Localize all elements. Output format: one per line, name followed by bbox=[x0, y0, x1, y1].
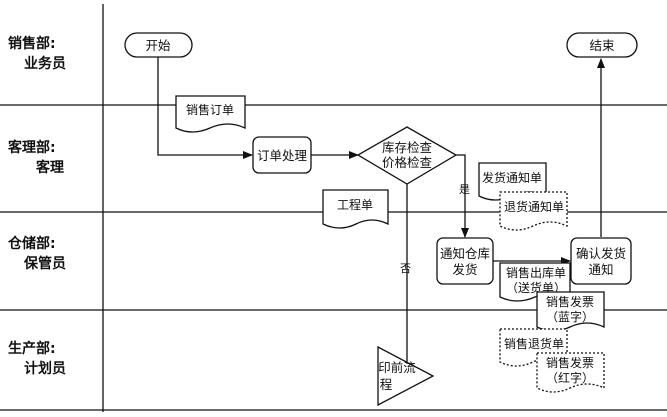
invoice-blue-doc: 销售发票 （蓝字） bbox=[536, 291, 605, 332]
lane-sales-dept: 销售部: bbox=[8, 35, 56, 52]
notify-warehouse-node: 通知仓库 发货 bbox=[436, 237, 494, 285]
end-terminal bbox=[566, 32, 638, 58]
sales-outbound-label-2: （送货单） bbox=[506, 280, 566, 295]
notify-warehouse-label-2: 发货 bbox=[452, 262, 477, 277]
confirm-shipment-label-2: 通知 bbox=[588, 262, 613, 277]
edge-label-no: 否 bbox=[400, 262, 411, 275]
inventory-check-diamond bbox=[356, 126, 458, 185]
notify-warehouse-box bbox=[436, 237, 494, 285]
shipping-notice-label: 发货通知单 bbox=[482, 170, 542, 185]
connectors bbox=[157, 57, 605, 383]
lane-warehouse-dept: 仓储部: bbox=[7, 235, 56, 252]
confirm-shipment-label-1: 确认发货 bbox=[576, 246, 626, 261]
print-process-label-1: 印前流 bbox=[378, 360, 416, 375]
lane-sales-role: 业务员 bbox=[24, 55, 66, 72]
inventory-check-label-1: 库存检查 bbox=[382, 140, 433, 155]
work-order-label: 工程单 bbox=[337, 197, 373, 212]
lane-customer-role: 客理 bbox=[35, 159, 64, 176]
lane-production-role: 计划员 bbox=[24, 360, 66, 377]
invoice-red-label-2: （红字） bbox=[546, 370, 594, 385]
confirm-shipment-node: 确认发货 通知 bbox=[570, 237, 632, 285]
lane-warehouse-role: 保管员 bbox=[23, 255, 66, 272]
sales-order-doc: 销售订单 bbox=[175, 95, 246, 133]
work-order-doc: 工程单 bbox=[322, 189, 389, 229]
invoice-red-label-1: 销售发票 bbox=[546, 355, 594, 370]
sales-order-label: 销售订单 bbox=[186, 102, 234, 117]
invoice-blue-label-2: （蓝字） bbox=[546, 309, 594, 324]
sales-return-doc: 销售退货单 bbox=[499, 328, 568, 367]
notify-warehouse-label-1: 通知仓库 bbox=[440, 246, 490, 261]
sales-return-label: 销售退货单 bbox=[504, 336, 564, 351]
start-label: 开始 bbox=[145, 38, 171, 53]
sales-outbound-label-1: 销售出库单 bbox=[506, 265, 566, 280]
end-label: 结束 bbox=[589, 38, 615, 53]
lane-customer-dept: 客理部: bbox=[7, 139, 56, 156]
return-notice-shape bbox=[499, 191, 568, 231]
print-process-label-2: 程 bbox=[380, 377, 393, 392]
return-notice-label: 退货通知单 bbox=[504, 199, 564, 214]
start-node: 开始 bbox=[124, 32, 193, 58]
order-processing-node: 订单处理 bbox=[252, 136, 312, 174]
invoice-red-shape bbox=[536, 352, 605, 393]
print-process-triangle bbox=[377, 345, 435, 407]
inventory-check-label-2: 价格检查 bbox=[382, 155, 433, 170]
confirm-shipment-box bbox=[570, 237, 632, 285]
edge-start-to-order bbox=[157, 57, 253, 159]
invoice-blue-label-1: 销售发票 bbox=[546, 294, 594, 309]
print-process-node: 印前流 程 bbox=[377, 345, 435, 407]
end-node: 结束 bbox=[566, 32, 638, 58]
work-order-shape bbox=[322, 189, 389, 229]
lane-production-dept: 生产部: bbox=[8, 340, 56, 357]
edge-check-yes-to-notify bbox=[456, 154, 469, 238]
inventory-check-node: 库存检查 价格检查 bbox=[356, 126, 458, 185]
sales-order-shape bbox=[175, 95, 246, 133]
order-processing-box bbox=[252, 136, 312, 174]
edge-label-yes: 是 bbox=[459, 183, 470, 196]
return-notice-doc: 退货通知单 bbox=[499, 191, 568, 231]
invoice-red-doc: 销售发票 （红字） bbox=[536, 352, 605, 393]
start-terminal bbox=[124, 32, 193, 58]
order-processing-label: 订单处理 bbox=[257, 148, 308, 163]
lane-labels: 销售部: 业务员 客理部: 客理 仓储部: 保管员 生产部: 计划员 bbox=[7, 35, 66, 377]
